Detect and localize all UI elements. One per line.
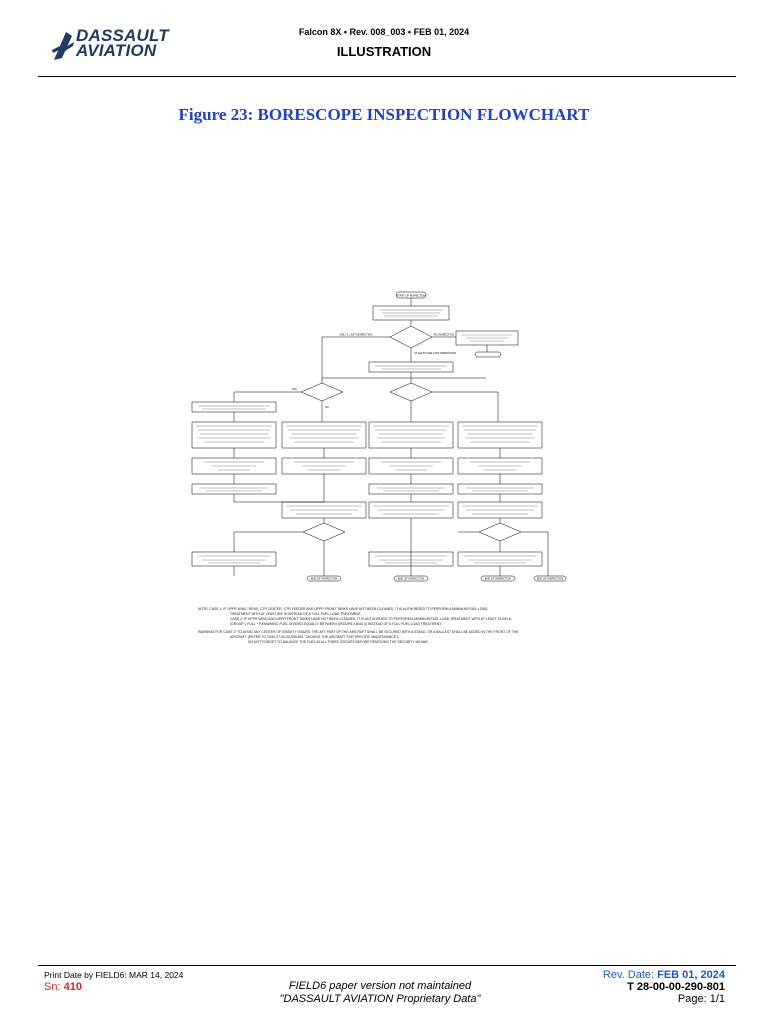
decision-diamond xyxy=(389,382,433,402)
logo-line1: DASSAULT xyxy=(76,26,169,45)
header-divider xyxy=(38,76,736,77)
decision-diamond xyxy=(302,522,346,542)
no-label: NO xyxy=(325,405,329,409)
note-case2: CASE 2: IF UPPR WING AND UPPR FRONT TANK… xyxy=(230,617,512,621)
flow-box xyxy=(191,483,277,495)
warning-line1: WARNING FOR CASE 2: TO AVOID ANY CENTER … xyxy=(198,630,519,634)
branch-label-left: ONLY 1 LAST INSPECTION xyxy=(340,333,373,337)
footer-right: Rev. Date: FEB 01, 2024 T 28-00-00-290-8… xyxy=(603,969,725,1005)
dassault-aviation-logo: DASSAULT AVIATION xyxy=(50,26,180,64)
yes-label: YES xyxy=(291,387,296,391)
warning-line3: DO NOT FORGET TO BALANCE THE FUEL IN ALL… xyxy=(248,640,429,644)
note-case2-cont: (GROUP 1 FULL + REMAINING FUEL DIVIDED E… xyxy=(230,622,442,626)
page-number: Page: 1/1 xyxy=(677,993,725,1005)
footer-divider xyxy=(38,965,736,966)
end-label: END OF INSPECTION xyxy=(485,577,511,581)
end-terminal xyxy=(306,575,342,582)
doc-number: T 28-00-00-290-801 xyxy=(627,981,725,993)
proprietary-notice: "DASSAULT AVIATION Proprietary Data" xyxy=(279,993,481,1005)
flow-box xyxy=(368,483,454,495)
sn-value: 410 xyxy=(63,981,82,993)
flow-box xyxy=(457,483,543,495)
flow-box xyxy=(457,551,543,567)
note-case1-cont: TREATMENT WITH AT LEAST 800 lb INSTEAD O… xyxy=(230,612,361,616)
borescope-flowchart: START OF INSPECTION ONLY 1 LAST INSPECTI… xyxy=(191,291,567,644)
decision-diamond xyxy=(389,325,433,349)
footer-center: FIELD6 paper version not maintained "DAS… xyxy=(230,980,530,1006)
paper-notice: FIELD6 paper version not maintained xyxy=(288,980,472,992)
end-label: END OF INSPECTION xyxy=(311,577,337,581)
rev-date-label: Rev. Date: xyxy=(602,969,655,981)
sn-label: Sn: xyxy=(44,981,61,993)
logo-emblem-icon xyxy=(52,32,74,60)
figure-title: Figure 23: BORESCOPE INSPECTION FLOWCHAR… xyxy=(178,105,590,124)
decision-diamond xyxy=(478,522,522,542)
print-date: Print Date by FIELD6: MAR 14, 2024 xyxy=(44,970,184,980)
flow-box xyxy=(368,551,454,567)
doc-info: Falcon 8X • Rev. 008_003 • FEB 01, 2024 xyxy=(298,27,470,37)
warning-line2: AIRCRAFT (REFER TO TASK 07-00-00-900-801… xyxy=(230,635,399,639)
start-label: START OF INSPECTION xyxy=(396,294,425,298)
flow-box xyxy=(368,361,454,373)
flow-box xyxy=(191,551,277,567)
decision-diamond xyxy=(300,382,344,402)
end-label: END OF INSPECTION xyxy=(537,577,563,581)
end-terminal xyxy=(474,351,502,358)
end-terminal xyxy=(533,575,567,582)
section-title: ILLUSTRATION xyxy=(336,44,432,59)
end-terminal xyxy=(393,575,429,582)
flow-box xyxy=(191,401,277,413)
rev-date-value: FEB 01, 2024 xyxy=(657,969,725,981)
serial-number: Sn: 410 xyxy=(44,981,82,993)
branch-label-right: NO INSPECTION xyxy=(434,333,455,337)
end-terminal xyxy=(480,575,516,582)
logo-line2: AVIATION xyxy=(76,41,157,60)
branch-label-below: AT LEAST ONE LAST INSPECTION xyxy=(414,351,456,355)
rev-date: Rev. Date: FEB 01, 2024 xyxy=(603,969,725,981)
end-label: END OF INSPECTION xyxy=(398,577,424,581)
note-case1: NOTE: CASE 1: IF UPPR WING, REAR, CTR CE… xyxy=(198,607,488,611)
